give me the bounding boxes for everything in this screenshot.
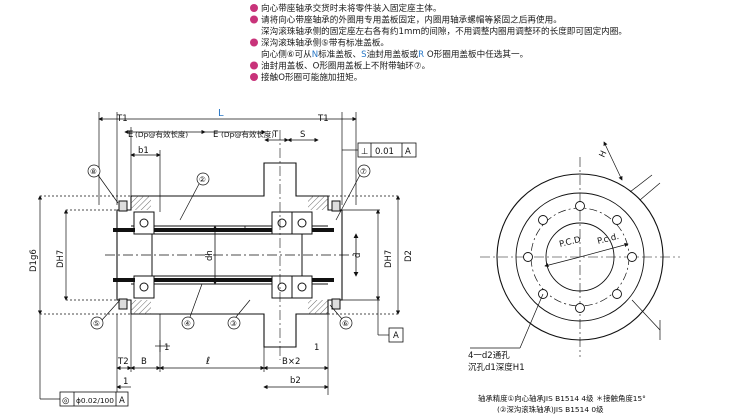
dim-dp-left: (Dp@有效长度) <box>135 130 188 139</box>
note-text: 向心侧⑥可从N标准盖板、S油封用盖板或R O形圈用盖板中任选其一。 <box>261 48 528 60</box>
right-dimensions <box>328 195 401 315</box>
dim-DH7-left: DH7 <box>56 250 66 268</box>
note-text: 深沟滚珠轴承侧⑤带有标准盖板。 <box>261 37 389 49</box>
dim-dh: dh <box>205 250 215 261</box>
callouts <box>87 164 371 330</box>
dim-PCD1: P.C.D <box>558 235 582 250</box>
note-7: 接触O形圈可能施加扭矩。 <box>250 71 362 83</box>
left-dimensions <box>37 195 131 315</box>
top-dimensions <box>98 112 357 212</box>
dim-one-c: 1 <box>314 343 319 353</box>
front-view <box>470 141 680 357</box>
dim-Bx2: B×2 <box>282 357 300 367</box>
note-2: 请将向心带座轴承的外圈用专用盖板固定，内圈用轴承螺帽等紧固之后再使用。 <box>250 14 562 26</box>
datum-a-label: A <box>393 331 399 341</box>
runout-datum: A <box>119 396 125 406</box>
note-marker-icon <box>250 38 258 47</box>
dim-T2: T2 <box>117 357 129 367</box>
dim-T1-left: T1 <box>116 114 128 124</box>
dim-labels-bottom: T2 B 1 1 ℓ B×2 b2 1 <box>117 343 319 387</box>
dim-T1-right: T1 <box>317 114 329 124</box>
note-3: 深沟滚珠轴承侧的固定座左右各有约1mm的间隙，不用调整内圈用调整环的长度即可固定… <box>261 25 627 37</box>
dim-D2: D2 <box>404 250 414 262</box>
callout-5: ⑤ <box>93 319 100 328</box>
precision-line2: (②深沟滚珠轴承)JIS B1514 0级 <box>497 405 604 414</box>
callout-numbers: ⑧ ② ⑦ ⑤ ④ ③ ⑥ <box>90 167 367 328</box>
note-marker-icon <box>250 61 258 70</box>
callout-2: ② <box>199 175 206 184</box>
runout-value: ϕ0.02/100 <box>76 396 114 405</box>
callout-7: ⑦ <box>360 167 367 176</box>
precision-line1: 轴承精度①向心轴承JIS B1514 4级 ＊接触角度15° <box>478 394 646 403</box>
perp-datum: A <box>405 147 411 157</box>
perp-symbol: ⊥ <box>361 147 368 157</box>
dim-T: T <box>272 130 279 140</box>
dim-D1g6: D1g6 <box>29 249 39 272</box>
runout-symbol: ◎ <box>62 396 69 406</box>
dim-E-left: E <box>128 130 133 140</box>
callout-3: ③ <box>230 319 237 328</box>
dim-S: S <box>300 130 305 140</box>
dim-ell: ℓ <box>206 356 210 367</box>
dim-b2: b2 <box>290 376 301 386</box>
dim-one-a: 1 <box>164 343 169 353</box>
note-4: 深沟滚珠轴承侧⑤带有标准盖板。 <box>250 37 389 49</box>
callout-8: ⑧ <box>90 167 97 176</box>
precision-block: 轴承精度①向心轴承JIS B1514 4级 ＊接触角度15° (②深沟滚珠轴承)… <box>478 394 646 414</box>
dim-d: d <box>353 253 363 258</box>
note-1: 向心带座轴承交货时未将零件装入固定座主体。 <box>250 2 441 14</box>
runout-frame: ◎ ϕ0.02/100 A <box>39 314 129 407</box>
note-text: 油封用盖板、O形圈用盖板上不附带轴环⑦。 <box>261 60 430 72</box>
datum-a: A <box>377 300 404 343</box>
bottom-dimensions <box>116 314 329 395</box>
dim-PCD2: P.c.d. <box>596 232 620 247</box>
callout-4: ④ <box>184 319 191 328</box>
perpendicularity-frame: ⊥ 0.01 A <box>342 142 417 158</box>
note-marker-icon <box>250 15 258 24</box>
dim-DH7-right: DH7 <box>384 250 394 268</box>
note-text: 接触O形圈可能施加扭矩。 <box>261 71 362 83</box>
note-6: 油封用盖板、O形圈用盖板上不附带轴环⑦。 <box>250 60 430 72</box>
callout-6: ⑥ <box>342 319 349 328</box>
hole-spec: 4一d2通孔 沉孔d1深度H1 <box>468 350 525 373</box>
hole-spec-line1: 4一d2通孔 <box>468 350 510 361</box>
note-marker-icon <box>250 4 258 12</box>
dim-H: H <box>598 149 610 159</box>
dim-one-b: 1 <box>123 377 128 387</box>
perp-value: 0.01 <box>375 147 394 157</box>
note-marker-icon <box>250 73 258 81</box>
section-view <box>105 130 359 360</box>
note-text: 深沟滚珠轴承侧的固定座左右各有约1mm的间隙，不用调整内圈用调整环的长度即可固定… <box>261 25 627 37</box>
notes-block: 向心带座轴承交货时未将零件装入固定座主体。 请将向心带座轴承的外圈用专用盖板固定… <box>250 2 627 83</box>
dim-L: L <box>218 108 224 119</box>
note-text: 向心带座轴承交货时未将零件装入固定座主体。 <box>261 2 441 14</box>
dim-B: B <box>141 357 147 367</box>
note-5: 向心侧⑥可从N标准盖板、S油封用盖板或R O形圈用盖板中任选其一。 <box>261 48 528 60</box>
dim-E-center: E <box>213 130 218 140</box>
hole-spec-line2: 沉孔d1深度H1 <box>468 362 525 373</box>
dim-labels-top: L T1 T1 E (Dp@有效长度) E (Dp@有效长度) T S b1 <box>116 108 329 156</box>
dim-b1: b1 <box>138 146 149 156</box>
dim-dp-center: (Dp@有效长度) <box>221 130 274 139</box>
note-text: 请将向心带座轴承的外圈用专用盖板固定，内圈用轴承螺帽等紧固之后再使用。 <box>261 14 562 26</box>
